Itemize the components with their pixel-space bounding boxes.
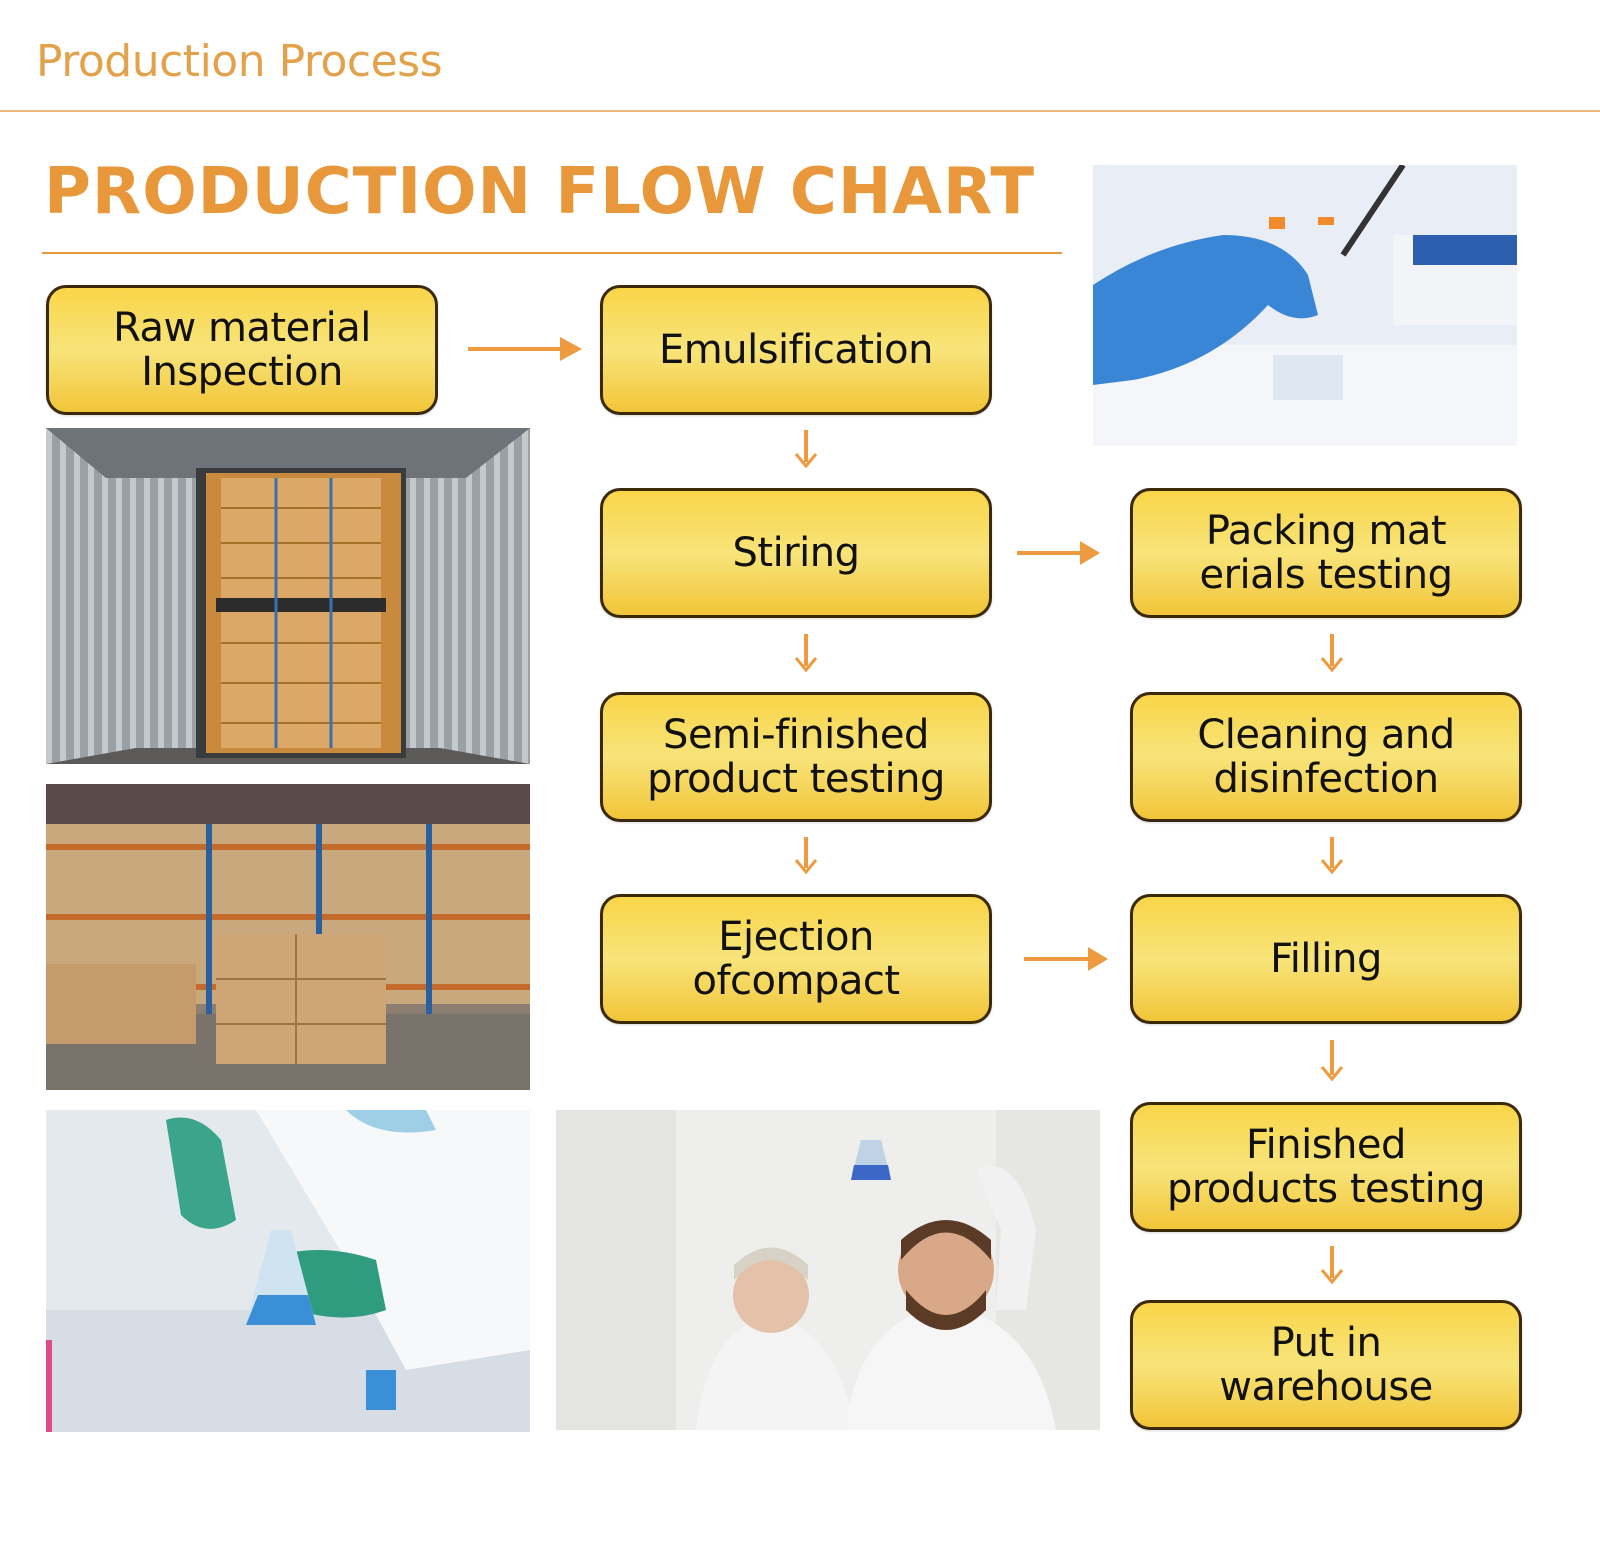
- chart-title-underline: [42, 252, 1062, 254]
- arrowhead-icon: [560, 337, 582, 361]
- step-label: Put in warehouse: [1219, 1320, 1433, 1410]
- step-stiring: Stiring: [600, 488, 992, 618]
- step-packing-materials-testing: Packing mat erials testing: [1130, 488, 1522, 618]
- arrowhead-icon: [1320, 1269, 1344, 1285]
- step-ejection-of-compact: Ejection ofcompact: [600, 894, 992, 1024]
- photo-lab-beaker: [46, 1110, 530, 1432]
- arrowhead-icon: [1320, 657, 1344, 673]
- step-label: Semi-finished product testing: [647, 712, 945, 802]
- chart-title: PRODUCTION FLOW CHART: [44, 155, 1035, 229]
- step-label: Stiring: [732, 530, 861, 576]
- step-filling: Filling: [1130, 894, 1522, 1024]
- step-label: Raw material Inspection: [113, 305, 371, 395]
- step-finished-products-testing: Finished products testing: [1130, 1102, 1522, 1232]
- arrowhead-icon: [794, 859, 818, 875]
- arrowhead-icon: [1080, 541, 1100, 565]
- step-raw-material-inspection: Raw material Inspection: [46, 285, 438, 415]
- arrowhead-icon: [794, 657, 818, 673]
- step-semi-finished-product-testing: Semi-finished product testing: [600, 692, 992, 822]
- arrowhead-icon: [1088, 947, 1108, 971]
- photo-container-pallets: [46, 428, 530, 764]
- step-put-in-warehouse: Put in warehouse: [1130, 1300, 1522, 1430]
- section-divider: [0, 110, 1600, 112]
- step-label: Emulsification: [659, 327, 933, 373]
- arrowhead-icon: [1320, 1066, 1344, 1082]
- photo-warehouse-boxes: [46, 784, 530, 1090]
- step-label: Finished products testing: [1166, 1122, 1486, 1212]
- step-label: Ejection ofcompact: [692, 914, 900, 1004]
- section-title: Production Process: [36, 36, 443, 87]
- step-label: Filling: [1270, 936, 1382, 982]
- photo-scientists: [556, 1110, 1100, 1430]
- step-cleaning-and-disinfection: Cleaning and disinfection: [1130, 692, 1522, 822]
- arrowhead-icon: [1320, 859, 1344, 875]
- step-label: Cleaning and disinfection: [1197, 712, 1455, 802]
- step-emulsification: Emulsification: [600, 285, 992, 415]
- step-label: Packing mat erials testing: [1199, 508, 1453, 598]
- photo-lab-vials: [1093, 165, 1517, 446]
- arrowhead-icon: [794, 453, 818, 469]
